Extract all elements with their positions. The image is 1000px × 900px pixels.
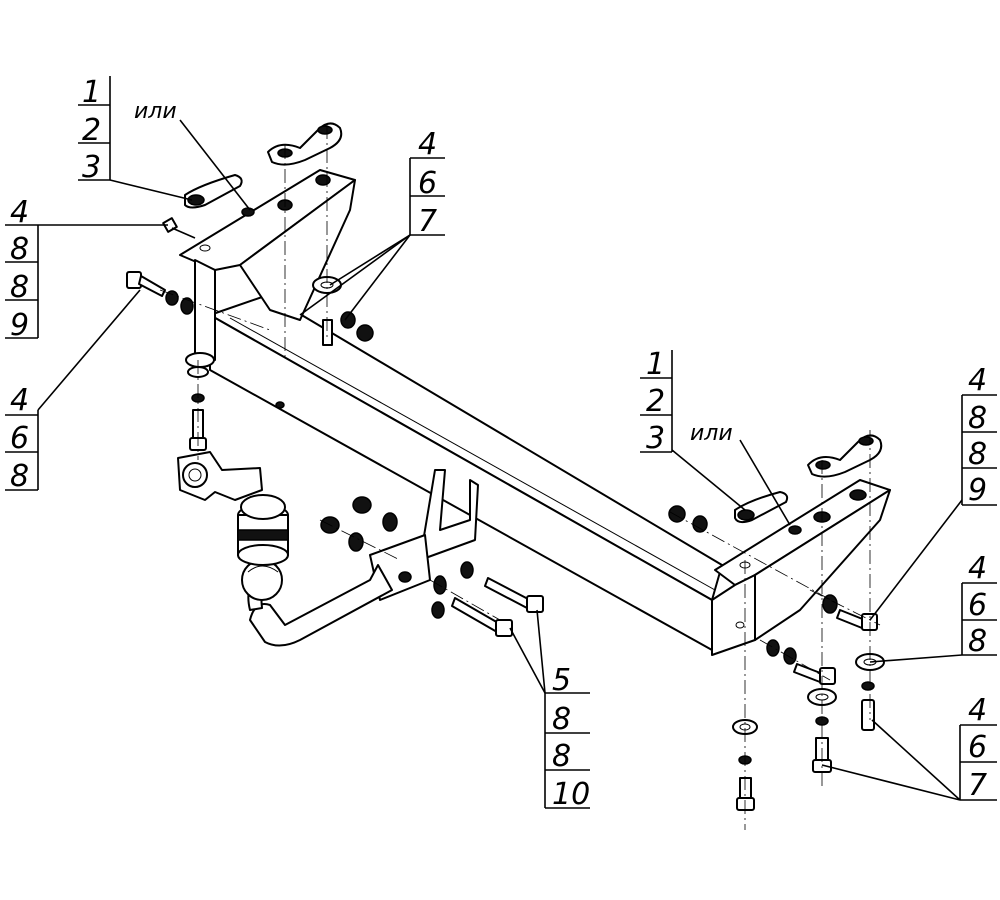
callout-label: 2 — [646, 384, 665, 419]
leader-lines — [37, 119, 963, 801]
callout-label: 3 — [82, 150, 101, 185]
callout-stack-right-bracket: 1 2 3 — [640, 347, 673, 456]
left-mounting-bracket — [179, 169, 356, 368]
bolt — [836, 609, 878, 631]
callout-label: 6 — [418, 166, 437, 201]
callout-stack-left-mid: 4 6 8 — [5, 383, 39, 494]
callout-label: 4 — [968, 551, 987, 586]
callout-label: 6 — [968, 588, 987, 623]
left-spacer-plates — [184, 122, 343, 217]
bolt — [126, 271, 166, 297]
callout-stack-bottom-center: 5 8 8 10 — [544, 663, 590, 812]
socket-bracket — [177, 451, 263, 501]
callout-label: 9 — [10, 308, 29, 343]
callout-label: 4 — [418, 127, 437, 162]
callout-label: 8 — [552, 739, 571, 774]
callout-label: 8 — [10, 270, 29, 305]
bolt — [861, 699, 875, 731]
callout-label: 7 — [968, 768, 987, 803]
callout-stack-right-bolt: 4 8 8 9 — [961, 363, 997, 508]
bolt — [451, 597, 513, 637]
crossbar-tube — [209, 294, 723, 651]
callout-label: 8 — [968, 437, 987, 472]
callout-label: 1 — [82, 75, 101, 110]
callout-label: 8 — [552, 702, 571, 737]
bolt — [484, 577, 544, 613]
callout-label: 8 — [968, 401, 987, 436]
callout-label: 2 — [82, 113, 101, 148]
assembly-center-lines — [159, 125, 881, 830]
callout-label: 3 — [646, 421, 665, 456]
callout-label: 9 — [968, 473, 987, 508]
bolt — [793, 663, 836, 685]
fasteners — [126, 217, 885, 811]
callout-label: 6 — [10, 421, 29, 456]
callout-stack-top-left: 1 2 3 — [78, 75, 111, 185]
callout-label: 8 — [10, 459, 29, 494]
callout-label: 8 — [10, 232, 29, 267]
or-note: или — [134, 99, 177, 124]
ball-cover — [237, 494, 289, 566]
or-note: или — [690, 421, 733, 446]
callout-label: 4 — [10, 383, 29, 418]
callout-label: 7 — [418, 204, 437, 239]
callout-label: 1 — [646, 347, 665, 382]
callout-label: 8 — [968, 624, 987, 659]
callout-label: 4 — [968, 363, 987, 398]
callout-label: 10 — [552, 777, 590, 812]
callout-label: 5 — [552, 663, 571, 698]
bolt — [162, 217, 196, 239]
right-mounting-bracket — [711, 479, 891, 656]
tow-ball — [241, 559, 283, 601]
callout-label: 4 — [10, 195, 29, 230]
callout-stack-right-mid: 4 6 8 — [961, 551, 997, 659]
callout-stack-bottom-right: 4 6 7 — [959, 693, 997, 803]
callout-stack-left-bolt: 4 8 8 9 — [5, 195, 39, 343]
bolt — [736, 777, 755, 811]
callout-stack-top-center: 4 6 7 — [409, 127, 445, 239]
callout-label: 6 — [968, 730, 987, 765]
callout-label: 4 — [968, 693, 987, 728]
